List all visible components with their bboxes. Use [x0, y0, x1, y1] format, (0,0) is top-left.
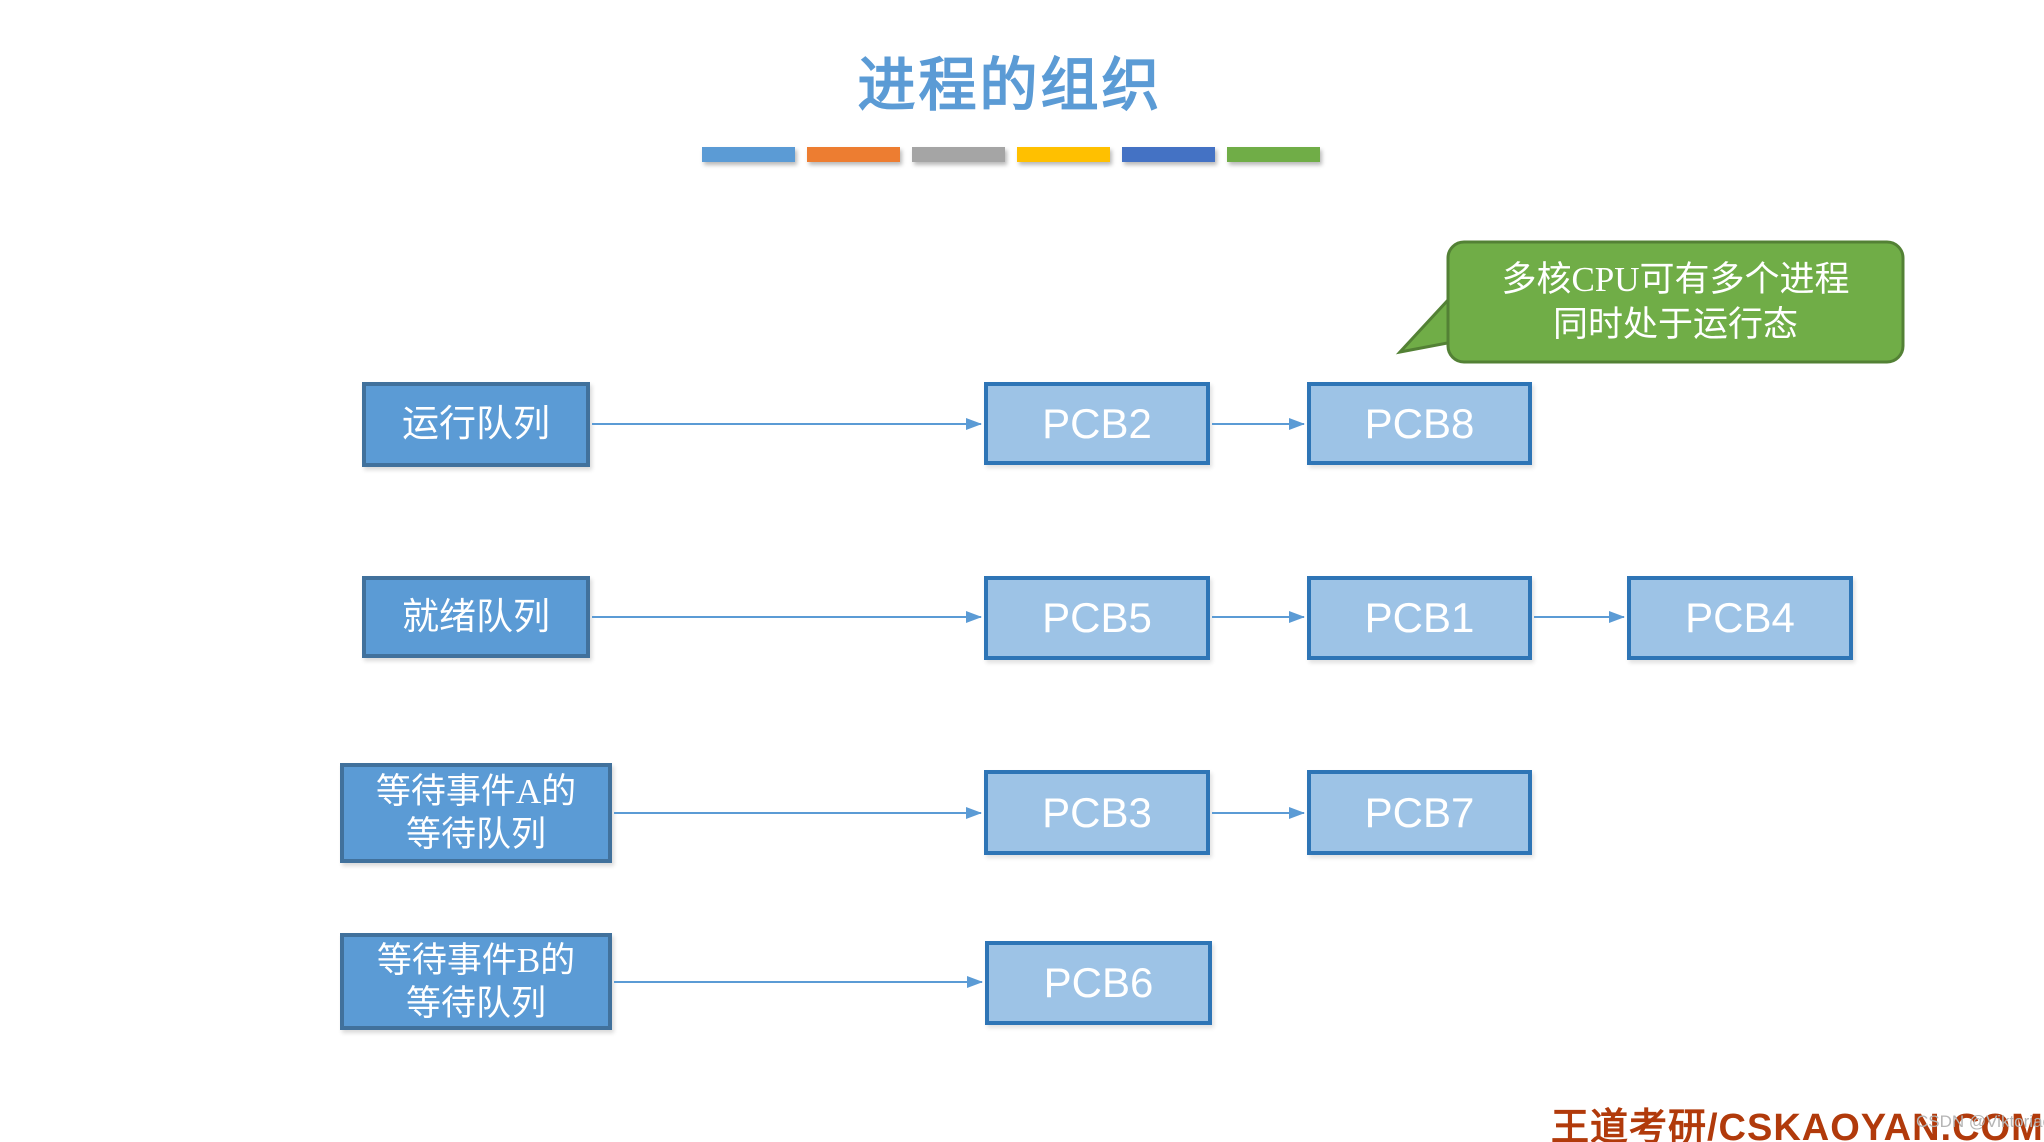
pcb-label: PCB4: [1685, 594, 1795, 641]
brand-text: 王道考研/CSKAOYAN.COM: [1551, 1107, 2044, 1142]
pcb-box-pcb4: PCB4: [1627, 576, 1853, 660]
queue-box-running: 运行队列: [362, 382, 590, 467]
pcb-label: PCB7: [1364, 788, 1475, 836]
accent-bar: [1017, 147, 1110, 162]
pcb-box-pcb6: PCB6: [985, 941, 1212, 1025]
callout-line-2: 同时处于运行态: [1552, 305, 1798, 344]
callout-text: 多核CPU可有多个进程 同时处于运行态: [1448, 242, 1903, 362]
pcb-label: PCB2: [1042, 399, 1152, 447]
queue-label-line-1: 等待事件A的: [375, 772, 577, 811]
pcb-label: PCB3: [1042, 788, 1152, 836]
pcb-box-pcb3: PCB3: [984, 770, 1210, 855]
accent-bar: [1227, 147, 1320, 162]
callout-body: [1446, 240, 1905, 364]
callout-bubble: [1395, 240, 1905, 364]
pcb-box-pcb7: PCB7: [1307, 770, 1532, 855]
pcb-box-pcb1: PCB1: [1307, 576, 1532, 660]
accent-bar: [702, 147, 795, 162]
page-title: 进程的组织: [857, 53, 1163, 118]
watermark-text: CSDN @Viktoriae: [1916, 1112, 2044, 1131]
pcb-box-pcb5: PCB5: [984, 576, 1210, 660]
pcb-label: PCB5: [1042, 594, 1152, 641]
queue-label: 就绪队列: [402, 596, 550, 638]
callout-line-1: 多核CPU可有多个进程: [1501, 260, 1850, 299]
pcb-label: PCB6: [1043, 959, 1154, 1006]
pcb-box-pcb2: PCB2: [984, 382, 1210, 465]
queue-label-line-2: 等待队列: [405, 815, 546, 854]
pcb-label: PCB8: [1364, 399, 1475, 447]
pcb-box-pcb8: PCB8: [1307, 382, 1532, 465]
queue-label-line-2: 等待队列: [405, 983, 546, 1023]
accent-bar-row: [702, 147, 1320, 162]
pcb-label: PCB1: [1364, 594, 1475, 641]
queue-box-waiting-b: 等待事件B的 等待队列: [340, 933, 612, 1030]
queue-box-waiting-a: 等待事件A的 等待队列: [340, 763, 612, 863]
queue-label-line-1: 等待事件B的: [376, 940, 576, 980]
queue-box-ready: 就绪队列: [362, 576, 590, 658]
accent-bar: [1122, 147, 1215, 162]
queue-label: 运行队列: [402, 404, 550, 445]
accent-bar: [807, 147, 900, 162]
accent-bar: [912, 147, 1005, 162]
